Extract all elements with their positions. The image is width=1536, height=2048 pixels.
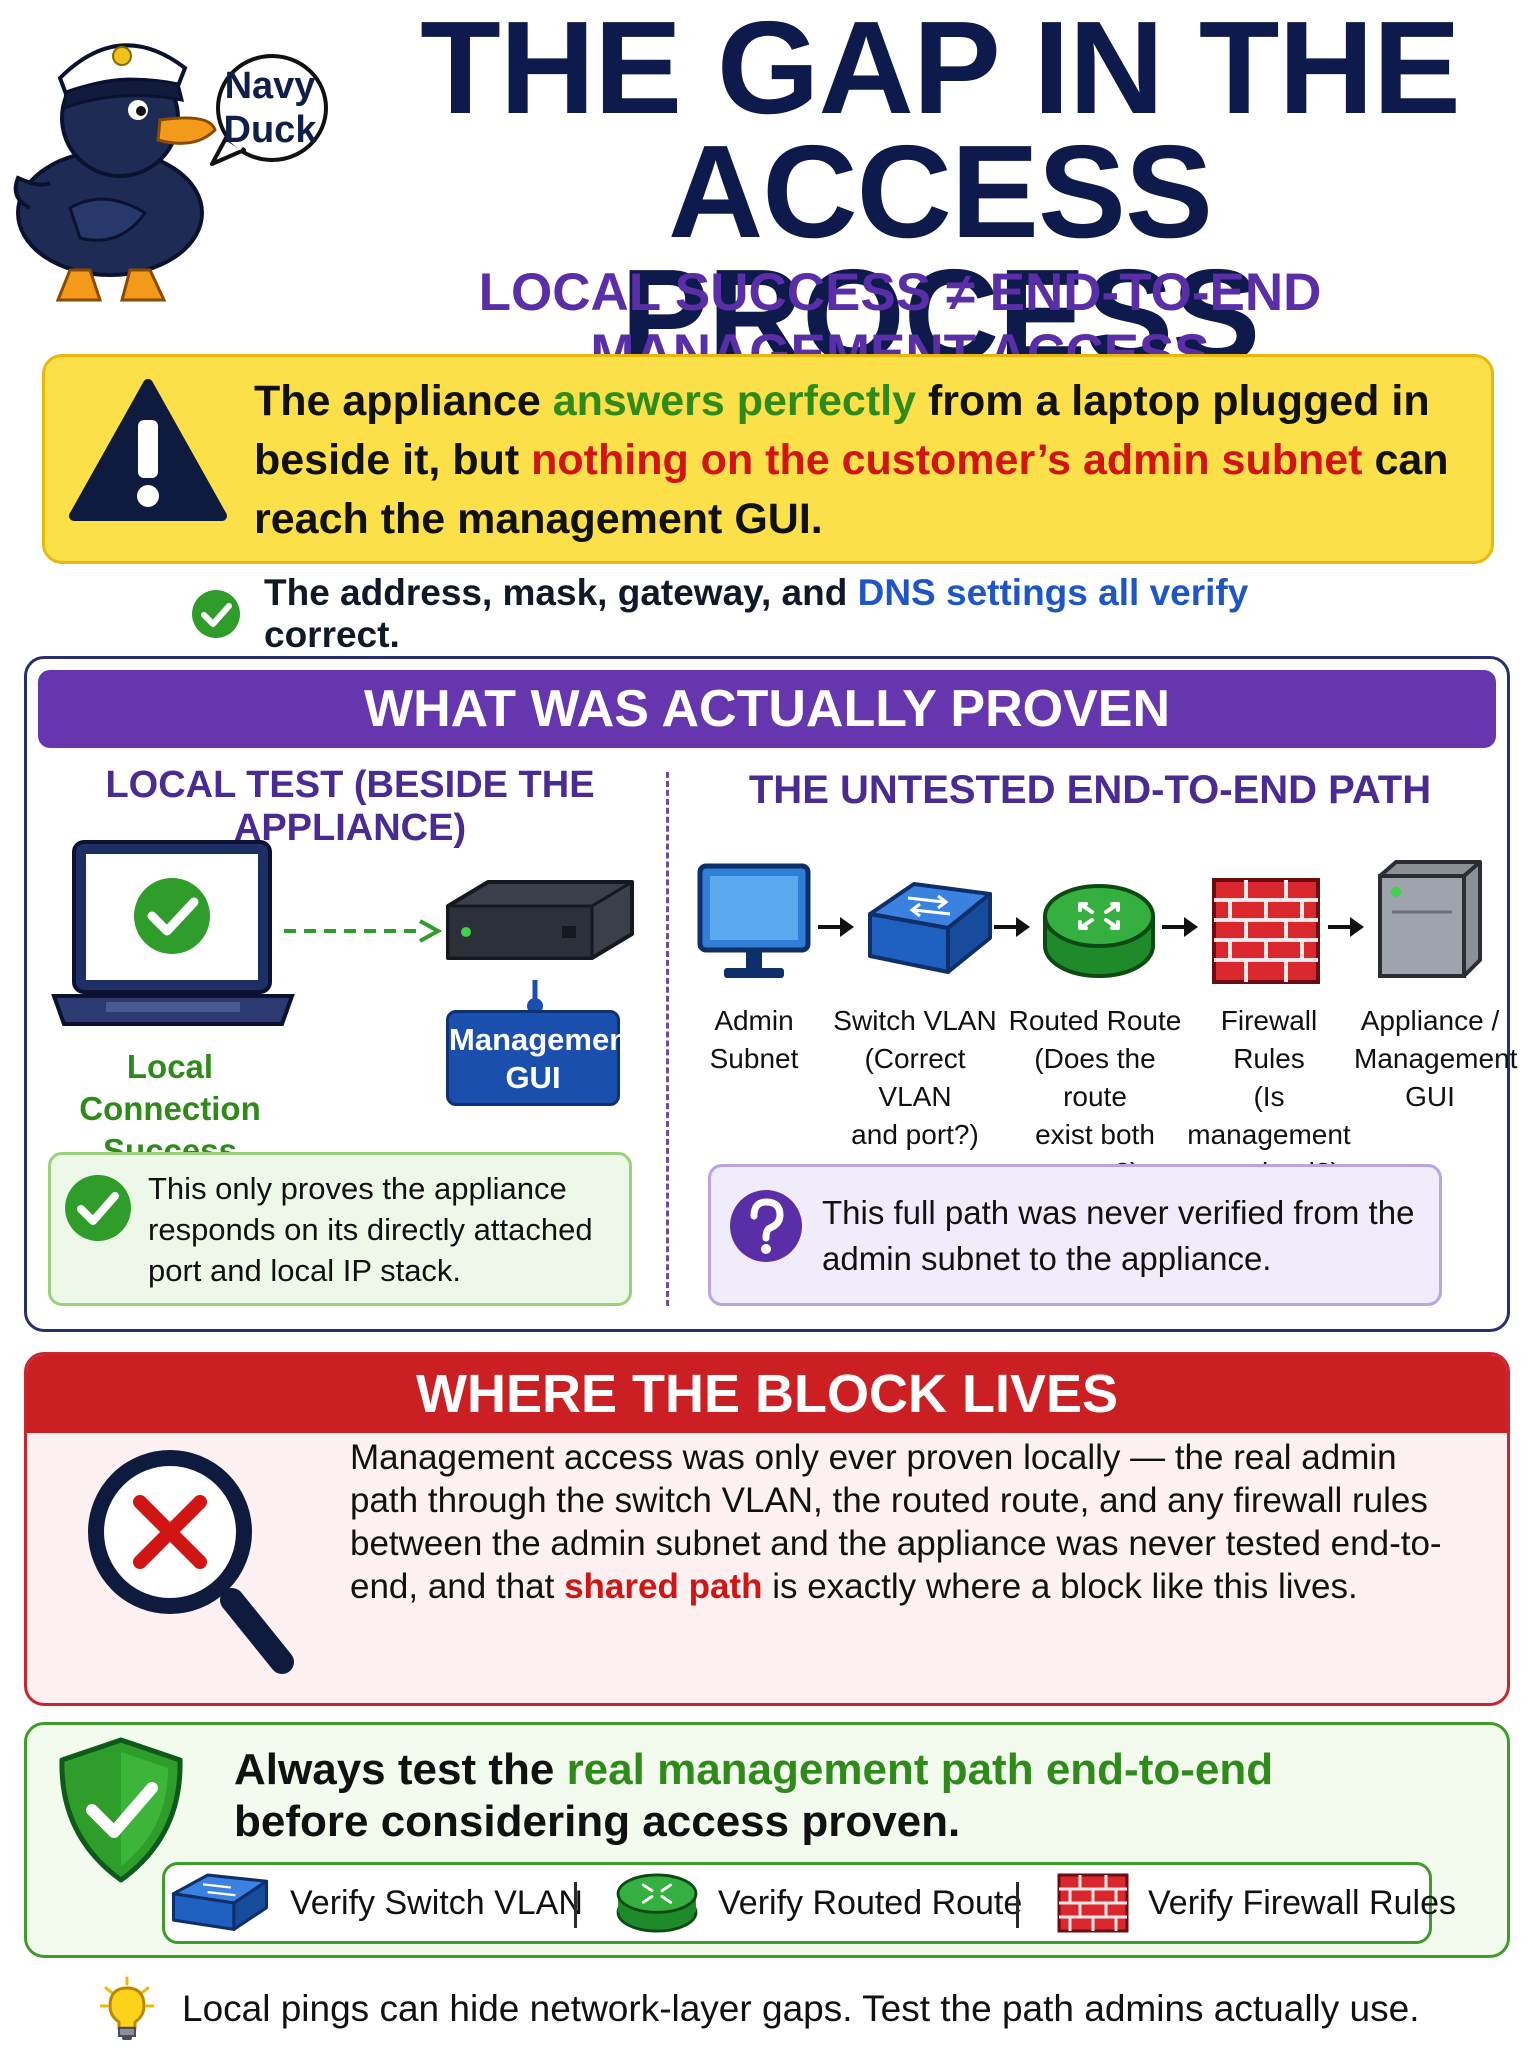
check-circle-icon (65, 1175, 131, 1241)
footer-tip: Local pings can hide network-layer gaps.… (182, 1988, 1420, 2029)
speech-bubble-icon (210, 54, 328, 166)
path-step-label: Routed Route (Does the route exist both … (1008, 1005, 1182, 1188)
warning-callout (42, 354, 1494, 564)
verify-checklist (162, 1862, 1432, 1944)
verify-firewall-item: Verify Firewall Rules (1056, 1870, 1456, 1936)
verify-route-item: Verify Routed Route (614, 1870, 1022, 1936)
proven-section (24, 656, 1510, 1332)
navy-duck-mascot-icon (13, 43, 217, 302)
verify-separator (574, 1882, 577, 1928)
warning-triangle-icon (69, 379, 227, 521)
arrow-right-icon (994, 917, 1030, 937)
firewall-icon (1057, 1873, 1129, 1933)
question-circle-icon (730, 1190, 802, 1262)
verified-settings-row: The address, mask, gateway, and DNS sett… (190, 572, 1390, 655)
router-icon (1043, 884, 1155, 978)
column-divider (666, 772, 669, 1306)
verify-switch-item: Verify Switch VLAN (168, 1870, 583, 1936)
advice-text: Always test the real management path end… (234, 1745, 1274, 1846)
local-proof-text: This only proves the appliance responds … (148, 1171, 593, 1288)
proven-banner: WHAT WAS ACTUALLY PROVEN (38, 670, 1496, 748)
untested-path-note (708, 1164, 1442, 1306)
lightbulb-icon (100, 1976, 154, 2040)
path-step-label: Admin Subnet (709, 1005, 799, 1074)
untested-path-text: This full path was never verified from t… (822, 1194, 1415, 1277)
server-icon (1378, 860, 1482, 978)
switch-icon (868, 882, 992, 974)
arrow-right-icon (1328, 917, 1364, 937)
management-gui-tag: Management GUI (446, 1010, 638, 1106)
block-banner: WHERE THE BLOCK LIVES (27, 1355, 1507, 1433)
arrow-right-icon (1162, 917, 1198, 937)
warning-text: The appliance answers perfectly from a l… (254, 377, 1449, 543)
laptop-icon (51, 840, 295, 1026)
path-step-label: Appliance / Management GUI (1354, 1005, 1518, 1112)
shield-check-icon (59, 1737, 183, 1883)
switch-icon (171, 1873, 269, 1931)
verify-separator (1016, 1882, 1019, 1928)
check-circle-icon (192, 590, 240, 638)
magnifier-x-icon (88, 1450, 294, 1674)
verified-settings-text: The address, mask, gateway, and DNS sett… (264, 572, 1249, 655)
local-test-heading: LOCAL TEST (BESIDE THE APPLIANCE) (105, 764, 595, 849)
firewall-icon (1212, 878, 1320, 984)
mascot-label: Navy Duck (223, 65, 317, 151)
appliance-box-icon (446, 880, 634, 960)
untested-path-heading: THE UNTESTED END-TO-END PATH (748, 768, 1432, 812)
arrow-right-icon (818, 917, 854, 937)
router-icon (616, 1873, 698, 1933)
path-step-label: Switch VLAN (Correct VLAN and port?) (833, 1005, 997, 1150)
block-explanation: Management access was only ever proven l… (350, 1438, 1442, 1606)
dashed-arrow-icon (284, 919, 442, 943)
local-proof-note (48, 1152, 632, 1306)
monitor-icon (697, 863, 811, 978)
